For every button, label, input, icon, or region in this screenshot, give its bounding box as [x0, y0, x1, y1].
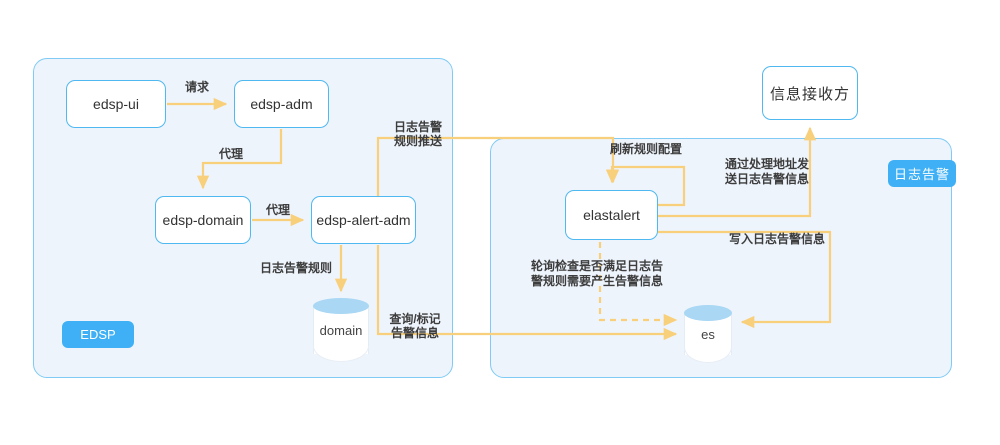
datastore-domain-label: domain: [319, 322, 363, 338]
edge-label-rule-push-line1: 日志告警: [393, 120, 442, 134]
edge-label-send-line1: 通过处理地址发: [724, 157, 809, 171]
badge-edsp: EDSP: [62, 321, 134, 348]
cylinder-top: [313, 298, 369, 314]
datastore-es[interactable]: es: [684, 305, 732, 363]
node-edsp-domain-label: edsp-domain: [162, 212, 244, 228]
node-edsp-alert-adm-label: edsp-alert-adm: [316, 212, 411, 228]
datastore-es-label: es: [701, 326, 715, 342]
node-edsp-ui[interactable]: edsp-ui: [66, 80, 166, 128]
node-receiver-label: 信息接收方: [769, 85, 850, 103]
edge-label-poll-line2: 警规则需要产生告警信息: [530, 274, 663, 288]
node-receiver[interactable]: 信息接收方: [762, 66, 858, 120]
node-edsp-domain[interactable]: edsp-domain: [155, 196, 251, 244]
edge-label-send-line2: 送日志告警信息: [724, 172, 809, 186]
node-elastalert-label: elastalert: [583, 207, 640, 223]
edge-label-proxy-1: 代理: [218, 147, 243, 161]
node-edsp-adm[interactable]: edsp-adm: [234, 80, 329, 128]
datastore-domain[interactable]: domain: [313, 298, 369, 362]
edge-label-rule-push-line2: 规则推送: [393, 134, 442, 148]
node-elastalert[interactable]: elastalert: [565, 190, 658, 240]
badge-log-alert-label: 日志告警: [893, 167, 950, 182]
badge-edsp-label: EDSP: [80, 327, 116, 342]
node-edsp-alert-adm[interactable]: edsp-alert-adm: [311, 196, 416, 244]
edge-label-log-alert-rule: 日志告警规则: [259, 261, 332, 275]
edge-label-query-mark-line1: 查询/标记: [389, 312, 441, 326]
node-edsp-ui-label: edsp-ui: [93, 96, 139, 112]
edge-label-refresh-config: 刷新规则配置: [609, 142, 682, 156]
edge-label-write: 写入日志告警信息: [728, 232, 825, 246]
badge-log-alert: 日志告警: [888, 160, 956, 187]
node-edsp-adm-label: edsp-adm: [250, 96, 313, 112]
edge-label-request: 请求: [184, 80, 209, 94]
edge-label-query-mark-line2: 告警信息: [390, 326, 439, 340]
edge-label-poll-line1: 轮询检查是否满足日志告: [530, 259, 663, 273]
edge-label-proxy-2: 代理: [265, 203, 290, 217]
